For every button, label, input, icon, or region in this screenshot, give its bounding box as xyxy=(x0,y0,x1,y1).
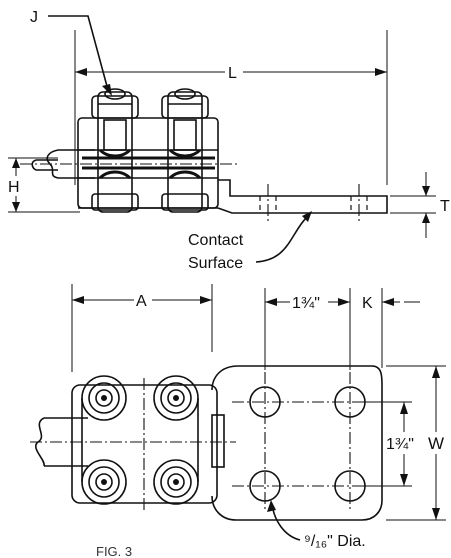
side-view: L J xyxy=(6,9,450,272)
bolt-bottom-left xyxy=(81,459,127,505)
dimension-t: T xyxy=(390,172,450,238)
clamp-body-side xyxy=(77,88,219,213)
label-contact: Contact xyxy=(188,232,244,249)
label-spacing-vertical: 1¾" xyxy=(386,436,414,453)
bolt-bottom-right xyxy=(153,459,199,505)
dimension-hole-spacing-vertical: 1¾" xyxy=(356,401,424,487)
label-j: J xyxy=(30,9,38,26)
top-view: A 1¾" K xyxy=(30,284,448,558)
dimension-h: H xyxy=(6,157,80,213)
label-a: A xyxy=(136,293,147,310)
dimension-hole-spacing-horizontal: 1¾" xyxy=(264,288,351,370)
dimension-j: J xyxy=(30,9,112,96)
dimension-k: K xyxy=(362,288,420,368)
bolt-top-left xyxy=(81,375,127,421)
bolt-top-right xyxy=(153,375,199,421)
label-t: T xyxy=(440,198,450,215)
tongue-side xyxy=(78,179,388,224)
figure-caption: FIG. 3 xyxy=(96,544,132,558)
dimension-a: A xyxy=(71,284,213,372)
label-spacing-horizontal: 1¾" xyxy=(292,295,320,312)
dimension-w: W xyxy=(386,365,448,521)
contact-surface-callout: Contact Surface xyxy=(188,211,312,272)
hole-bottom-left xyxy=(249,470,281,502)
label-w: W xyxy=(428,434,444,453)
hole-top-left xyxy=(249,386,281,418)
label-h: H xyxy=(8,179,20,196)
label-hole-diameter: ⁹/₁₆" Dia. xyxy=(304,533,366,550)
hole-diameter-callout: ⁹/₁₆" Dia. xyxy=(267,500,366,550)
dimension-l: L xyxy=(75,62,387,82)
label-k: K xyxy=(362,295,373,312)
tongue-pad xyxy=(211,365,392,521)
label-l: L xyxy=(228,65,237,82)
clamp-body-top xyxy=(30,378,236,512)
label-surface: Surface xyxy=(188,255,243,272)
